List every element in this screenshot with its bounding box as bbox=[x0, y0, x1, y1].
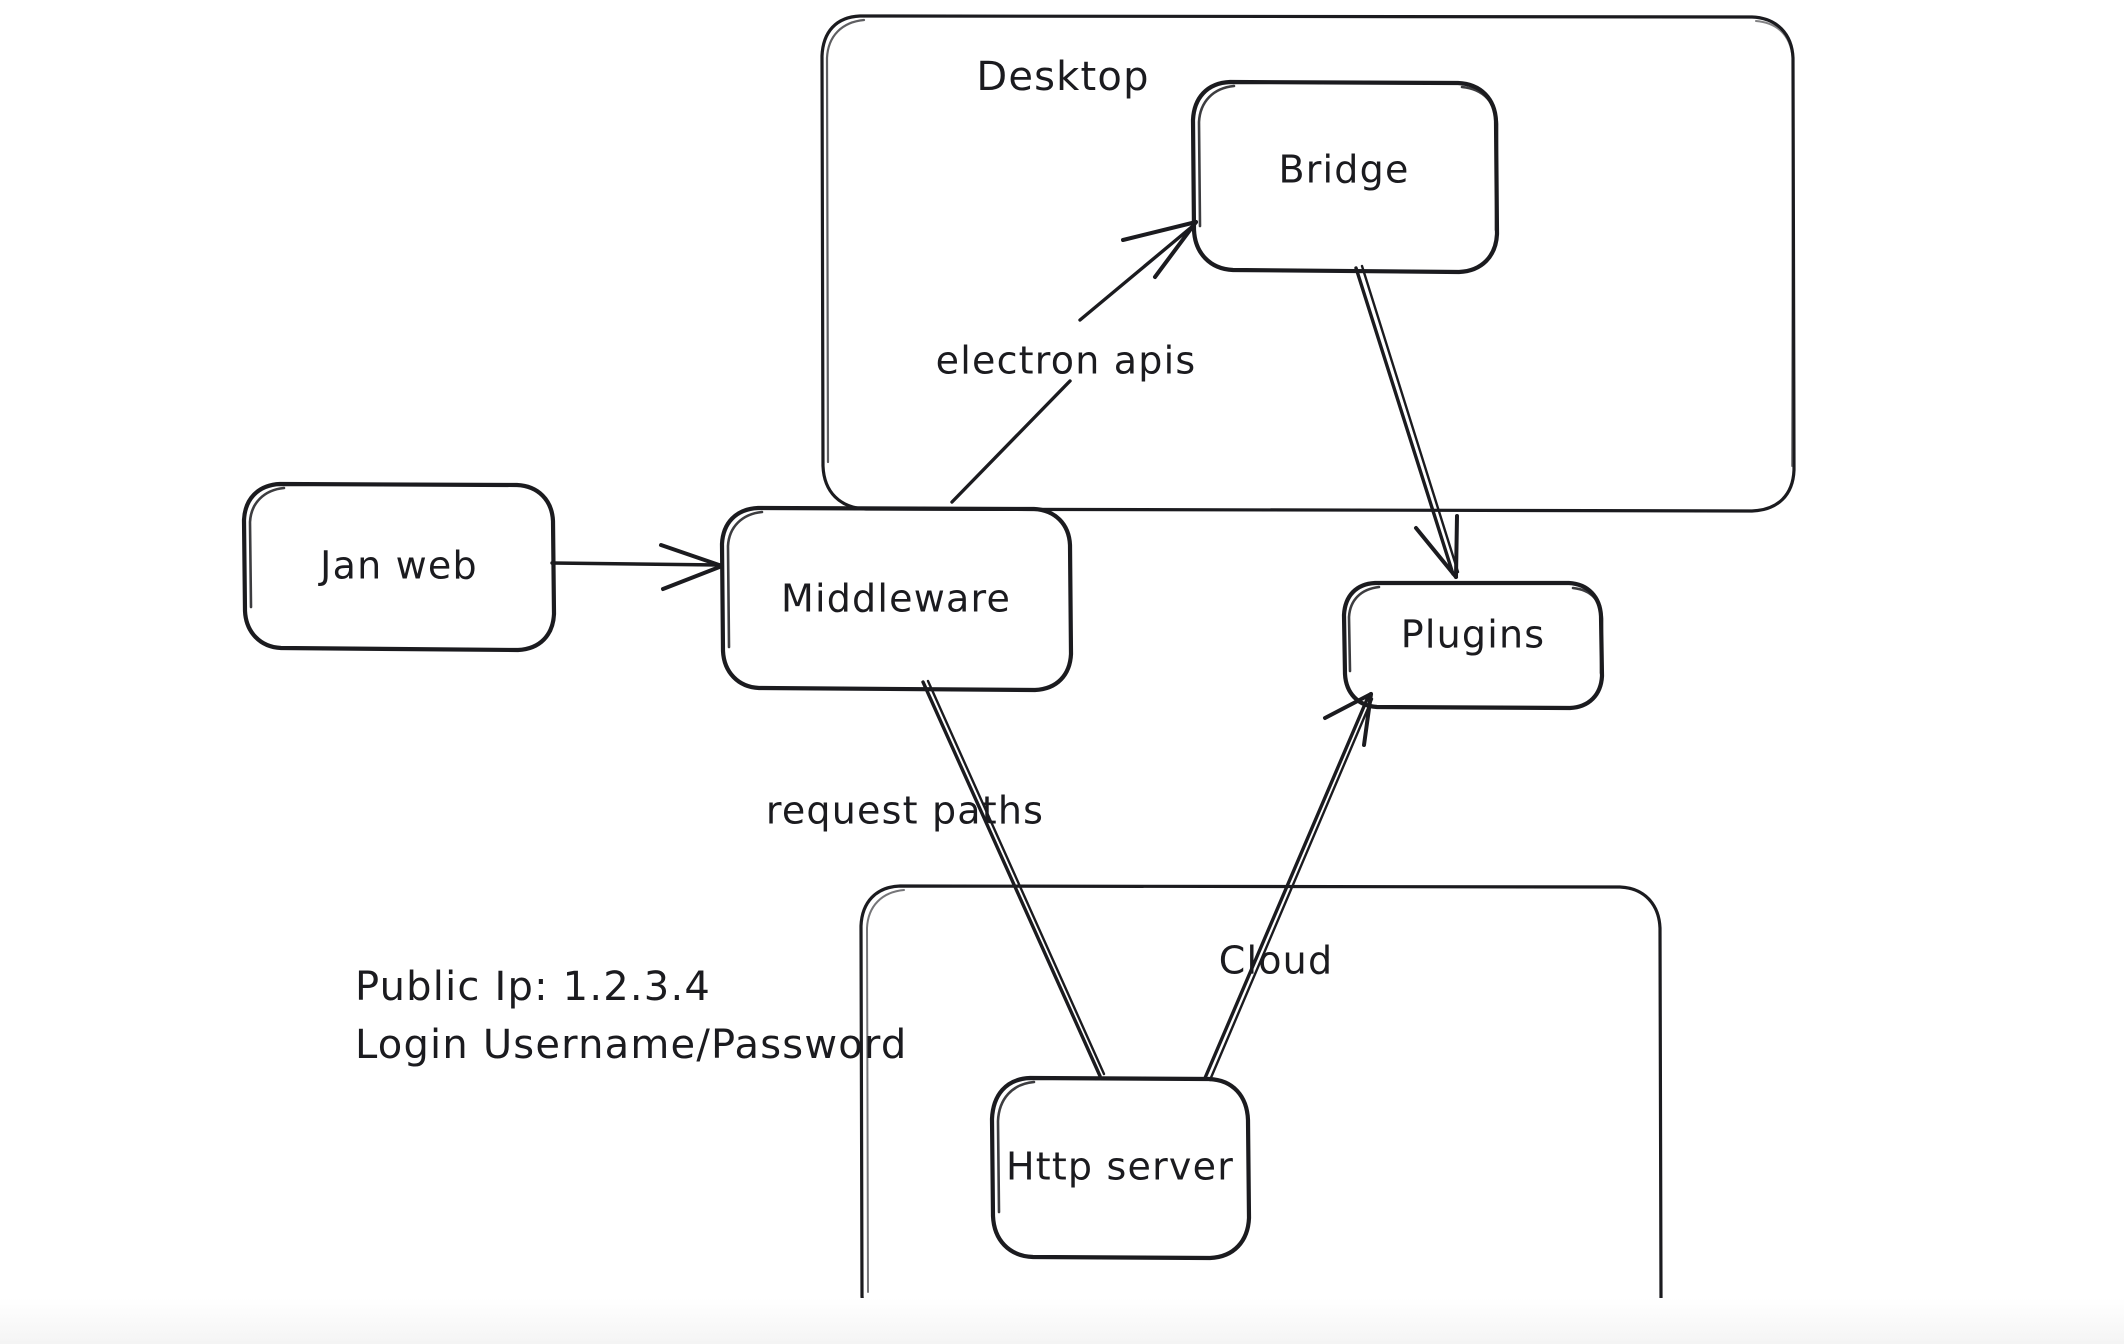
edge-bridge-to-plugins-line bbox=[1354, 266, 1455, 576]
desktop-container-outline bbox=[820, 14, 1796, 513]
edge-middleware-to-http-server-line bbox=[921, 680, 1102, 1078]
node-bridge-label: Bridge bbox=[1278, 148, 1409, 192]
edge-middleware-to-http-server[interactable]: request paths bbox=[766, 679, 1106, 1078]
edge-middleware-to-bridge-arrowhead-lower bbox=[1153, 220, 1198, 279]
edge-http-server-to-plugins-line-second-pass bbox=[1208, 697, 1374, 1082]
note-public-ip: Public Ip: 1.2.3.4 bbox=[355, 964, 711, 1010]
edge-bridge-to-plugins-line-second-pass bbox=[1360, 264, 1460, 574]
node-middleware-label: Middleware bbox=[781, 577, 1011, 621]
node-middleware-outline-second-pass bbox=[726, 510, 764, 649]
edge-middleware-to-bridge-upper-segment bbox=[1078, 223, 1196, 322]
node-http-server[interactable]: Http server bbox=[989, 1075, 1252, 1261]
node-plugins-label: Plugins bbox=[1401, 613, 1546, 657]
desktop-container-outline-second-pass bbox=[825, 18, 866, 464]
edge-middleware-to-bridge[interactable]: electron apis bbox=[936, 220, 1198, 504]
node-http-server-outline-second-pass bbox=[996, 1080, 1036, 1214]
edge-middleware-to-bridge-lower-segment bbox=[950, 379, 1072, 504]
node-bridge-outline-second-pass bbox=[1197, 84, 1236, 228]
edge-middleware-to-http-server-label: request paths bbox=[766, 789, 1044, 833]
edge-http-server-to-plugins-line bbox=[1203, 695, 1370, 1080]
node-plugins[interactable]: Plugins bbox=[1341, 580, 1605, 711]
node-middleware-outline bbox=[719, 505, 1074, 693]
container-desktop[interactable]: Desktop bbox=[820, 14, 1796, 513]
edge-bridge-to-plugins-arrowhead-right bbox=[1454, 514, 1459, 579]
node-jan-web-outline-second-pass bbox=[248, 486, 286, 609]
container-cloud-label: Cloud bbox=[1219, 939, 1334, 983]
node-bridge[interactable]: Bridge bbox=[1190, 79, 1500, 275]
edge-http-server-to-plugins-arrowhead-left bbox=[1323, 692, 1373, 720]
edge-jan-web-to-middleware-arrowhead-lower bbox=[661, 564, 724, 591]
edge-jan-web-to-middleware-line bbox=[550, 561, 722, 567]
node-middleware[interactable]: Middleware bbox=[719, 505, 1074, 693]
edge-jan-web-to-middleware[interactable] bbox=[550, 543, 724, 591]
edge-http-server-to-plugins-arrowhead-right bbox=[1362, 692, 1373, 747]
container-cloud[interactable]: Cloud bbox=[859, 884, 1663, 1340]
node-jan-web-label: Jan web bbox=[318, 544, 478, 588]
edge-middleware-to-bridge-label: electron apis bbox=[936, 339, 1197, 383]
node-http-server-outline bbox=[989, 1075, 1252, 1261]
desktop-container-outline-right-pass bbox=[1755, 20, 1794, 467]
node-bridge-outline-right-pass bbox=[1460, 85, 1499, 232]
bottom-edge-strip bbox=[0, 1298, 2124, 1344]
edge-http-server-to-plugins[interactable] bbox=[1203, 692, 1374, 1082]
cloud-container-outline-second-pass bbox=[866, 889, 905, 1293]
note-login-credentials: Login Username/Password bbox=[355, 1022, 907, 1068]
node-jan-web-outline bbox=[241, 481, 557, 653]
edge-middleware-to-http-server-line-second-pass bbox=[926, 679, 1106, 1076]
edge-bridge-to-plugins[interactable] bbox=[1354, 264, 1460, 579]
edge-bridge-to-plugins-arrowhead-left bbox=[1414, 526, 1458, 579]
edge-middleware-to-bridge-arrowhead-upper bbox=[1121, 220, 1198, 242]
node-jan-web[interactable]: Jan web bbox=[241, 481, 557, 653]
edge-jan-web-to-middleware-arrowhead-upper bbox=[659, 543, 724, 568]
node-http-server-label: Http server bbox=[1006, 1145, 1234, 1189]
container-desktop-label: Desktop bbox=[976, 54, 1149, 100]
node-plugins-outline-second-pass bbox=[1347, 585, 1381, 673]
node-plugins-outline-right-pass bbox=[1571, 586, 1604, 675]
notes-block: Public Ip: 1.2.3.4 Login Username/Passwo… bbox=[355, 964, 907, 1068]
